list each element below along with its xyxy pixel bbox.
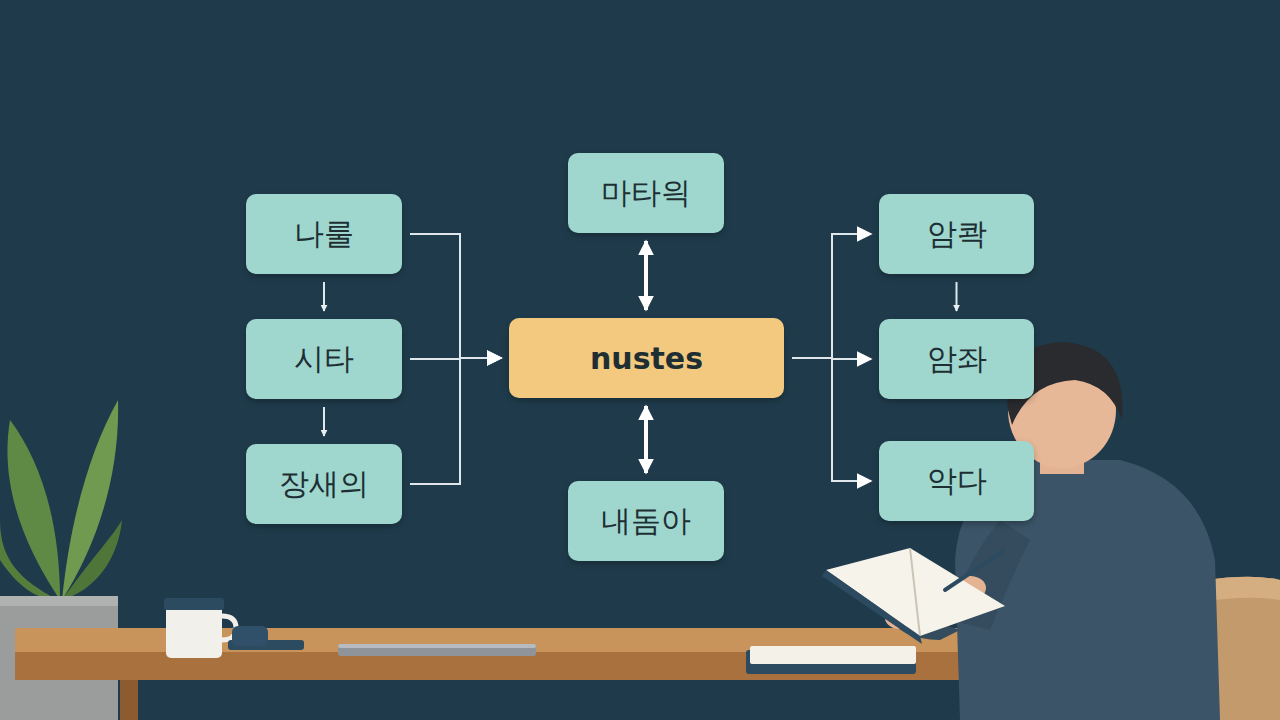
flow-arrow [792,234,871,358]
node-label: 내돔아 [601,501,691,542]
mug [164,598,236,658]
flow-arrow [644,406,648,473]
node-label: 악다 [927,461,987,502]
flow-arrow [792,358,871,481]
node-label: 마타읙 [601,173,691,214]
input-box: 장새의 [246,444,402,524]
context-box: 내돔아 [568,481,724,561]
input-box: 시타 [246,319,402,399]
laptop [338,644,536,656]
node-label: 장새의 [279,464,369,505]
flow-arrow [956,282,958,311]
output-box: 악다 [879,441,1034,521]
context-box: 마타읙 [568,153,724,233]
output-box: 암좌 [879,319,1034,399]
node-label: 나룰 [294,214,354,255]
output-box: 암콱 [879,194,1034,274]
node-label: nustes [590,341,703,376]
stapler [228,626,304,650]
flow-arrow [644,241,648,310]
input-box: 나룰 [246,194,402,274]
core-box: nustes [509,318,784,398]
flow-arrow [323,282,325,311]
flow-arrow [410,358,501,484]
node-label: 시타 [294,339,354,380]
node-label: 암좌 [927,339,987,380]
flow-arrow [323,407,325,436]
notebook [746,646,916,674]
flow-arrow [410,234,501,358]
node-label: 암콱 [927,214,987,255]
